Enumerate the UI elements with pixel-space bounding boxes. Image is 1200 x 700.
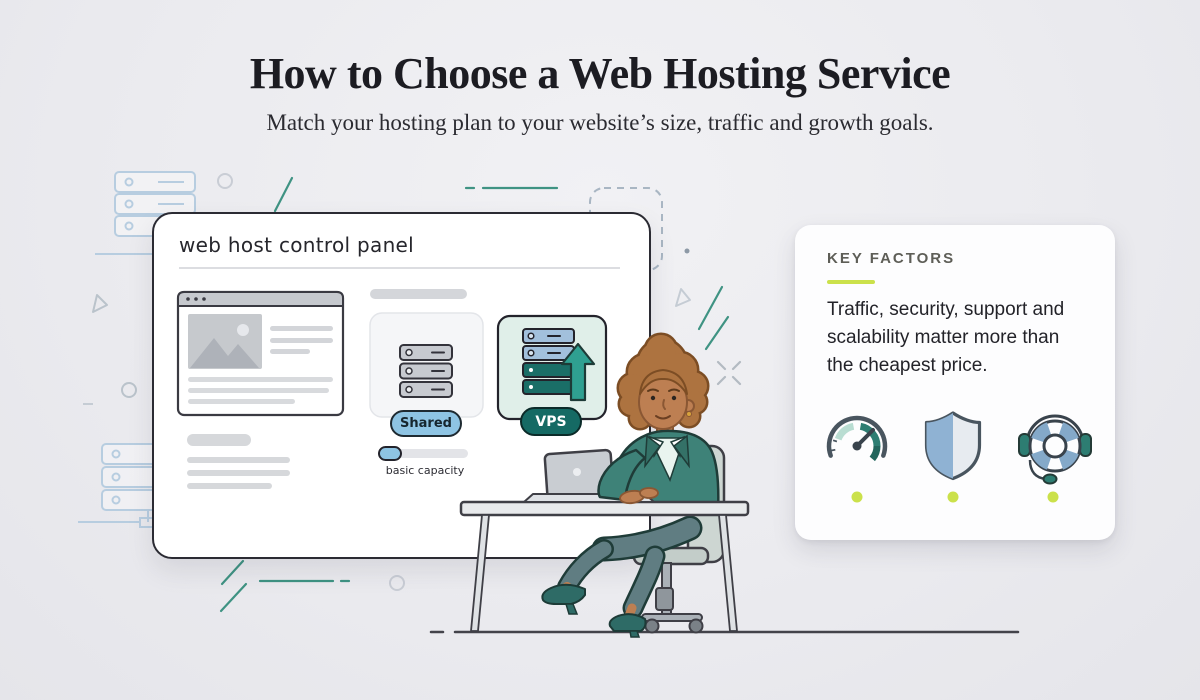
key-factors-card — [795, 225, 1115, 540]
heel-shoe-floor — [608, 613, 647, 632]
key-factors-body-line: Traffic, security, support and — [827, 299, 1065, 320]
woman-arm — [597, 448, 659, 505]
text-placeholder-block — [187, 434, 290, 489]
decorative-triangles — [92, 288, 691, 313]
woman-legs — [541, 515, 703, 638]
capacity-caption: basic capacity — [385, 464, 465, 477]
vps-plan-label: VPS — [535, 413, 567, 430]
shield-icon — [924, 411, 982, 481]
image-placeholder-icon — [188, 314, 262, 369]
desk — [459, 500, 750, 632]
teal-accent-lines — [219, 176, 730, 613]
shared-plan-tile — [369, 312, 484, 418]
shared-plan-badge: Shared — [390, 410, 462, 437]
key-factors-heading: KEY FACTORS — [827, 250, 956, 267]
decorative-dot — [684, 248, 690, 254]
shared-server-stack-icon — [399, 344, 453, 398]
page-subtitle: Match your hosting plan to your website’… — [266, 110, 934, 135]
heading-placeholder-pill — [370, 289, 467, 299]
key-factors-body: Traffic, security, support and scalabili… — [827, 296, 1107, 380]
speedometer-icon — [826, 415, 888, 462]
growth-arrow-icon — [560, 342, 596, 402]
woman-head — [616, 332, 710, 431]
key-factors-body-line: the cheapest price. — [827, 355, 988, 376]
vps-plan-tile — [496, 314, 608, 421]
support-headset-icon — [1018, 414, 1092, 485]
vps-plan-badge: VPS — [520, 407, 582, 436]
lime-bullet-dots — [851, 491, 1059, 503]
panel-divider — [179, 267, 620, 269]
key-factors-body-line: scalability matter more than — [827, 327, 1060, 348]
vps-server-stack-icon — [522, 328, 575, 395]
key-factors-underline — [827, 280, 875, 284]
page-title: How to Choose a Web Hosting Service — [249, 49, 951, 98]
capacity-progress-bar — [378, 446, 468, 461]
sparkle-cross-icon — [716, 360, 742, 386]
shared-plan-label: Shared — [400, 416, 452, 431]
control-panel-title: web host control panel — [179, 233, 415, 257]
heel-shoe-raised — [541, 583, 586, 605]
browser-mockup — [176, 290, 345, 417]
decorative-circles — [121, 173, 405, 591]
